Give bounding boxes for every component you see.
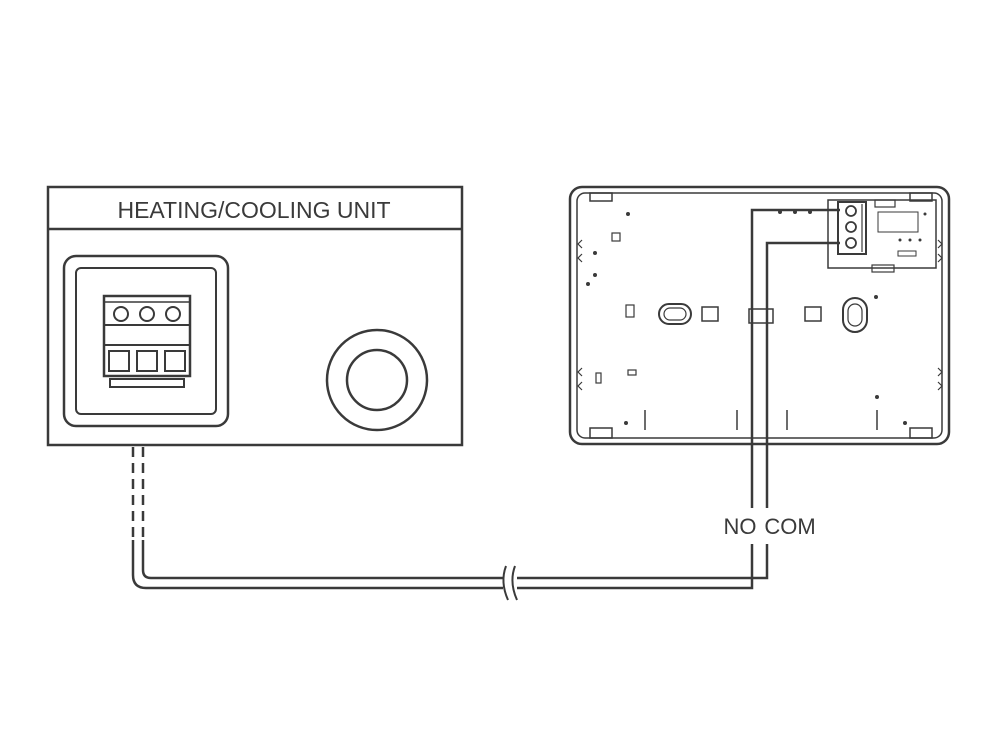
no-terminal-screw <box>845 205 857 217</box>
terminal-slot-3 <box>164 350 186 372</box>
wire-no <box>131 208 840 590</box>
knob-outer-ring <box>325 328 429 432</box>
unit-housing <box>46 185 464 447</box>
terminal-panel-outer <box>62 254 230 428</box>
terminal-module-board <box>827 199 937 269</box>
knob-inner <box>345 348 409 412</box>
terminal-panel-inner <box>75 267 217 415</box>
heating-cooling-unit: HEATING/COOLING UNIT <box>46 185 464 447</box>
terminal-screw-2 <box>139 306 155 322</box>
thermostat-terminal-module <box>827 199 937 273</box>
terminal-screw-1 <box>113 306 129 322</box>
unit-control-knob <box>325 328 429 432</box>
terminal-slot-1 <box>108 350 130 372</box>
cable-break-left <box>502 565 509 601</box>
no-terminal-label: NO <box>724 514 757 539</box>
relay-terminal-block <box>837 201 867 255</box>
thermostat-backplate <box>568 185 951 446</box>
terminal-screw-3 <box>165 306 181 322</box>
wire-com <box>141 241 840 580</box>
terminal-slot-2 <box>136 350 158 372</box>
mounting-slot-left <box>658 303 692 325</box>
unit-title: HEATING/COOLING UNIT <box>117 197 390 223</box>
cable-break-right <box>511 565 518 601</box>
connection-cable <box>131 208 840 601</box>
unit-terminal-panel <box>62 254 230 428</box>
backplate-outer <box>568 185 951 446</box>
backplate-inner <box>576 192 943 439</box>
mounting-slot-right <box>842 297 868 333</box>
com-terminal-screw <box>845 237 857 249</box>
com-terminal-label: COM <box>764 514 815 539</box>
